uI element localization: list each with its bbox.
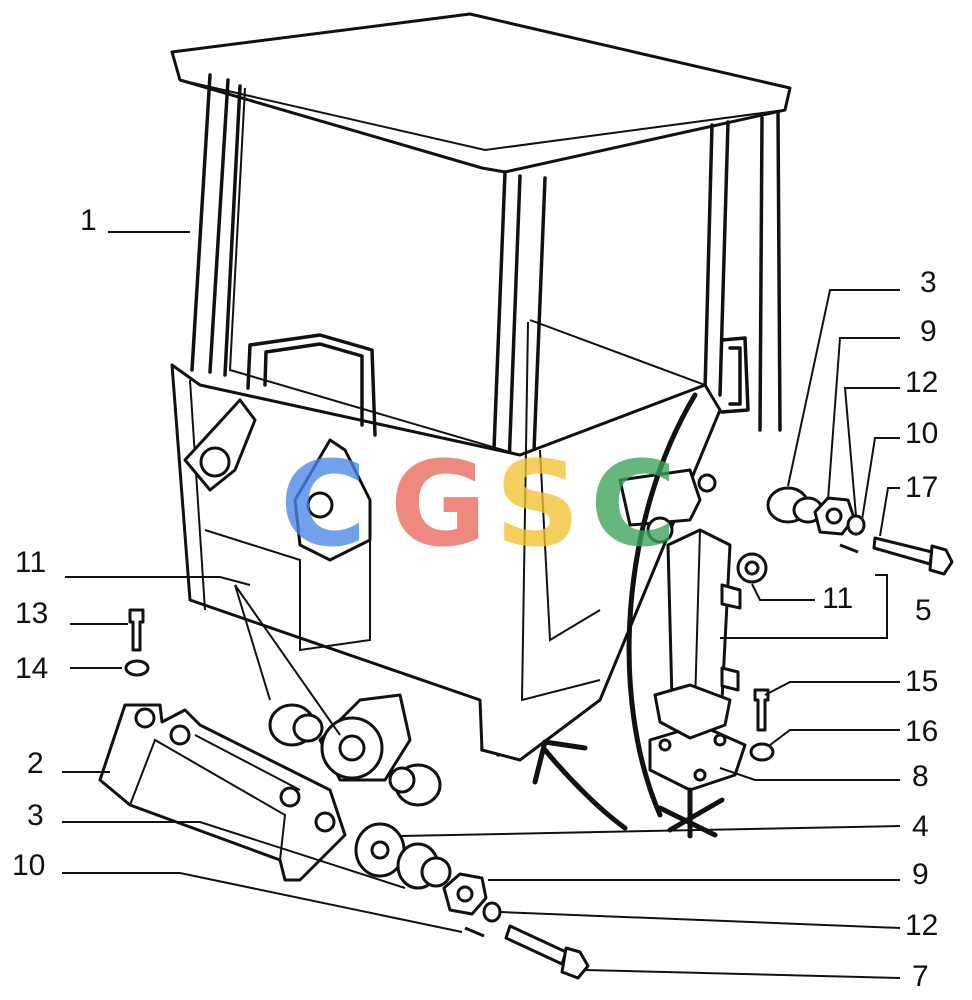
cab-front-left-pillar (190, 73, 242, 377)
cgsc-watermark: C G S C (280, 435, 677, 573)
bolt-7 (504, 924, 568, 966)
cab-body (170, 363, 722, 762)
pin-10-top (839, 543, 859, 554)
cab-grab-handle (246, 333, 377, 437)
bolt-13 (128, 608, 145, 652)
callout-16: 16 (905, 715, 938, 748)
callout-9-bottom: 9 (912, 858, 929, 891)
watermark-letter-4: C (590, 435, 677, 573)
watermark-letter-2: G (390, 435, 487, 573)
handdrawn-curve (626, 392, 698, 818)
pin-10-bottom (464, 926, 485, 938)
handdrawn-arrow (532, 739, 628, 831)
callout-5: 5 (915, 594, 932, 627)
bracket-2 (98, 703, 347, 882)
leader-lines (62, 231, 901, 979)
callout-17: 17 (905, 471, 938, 504)
callout-12-bottom: 12 (905, 909, 938, 942)
cab-rear-mount (618, 468, 702, 527)
watermark-letter-3: S (495, 435, 580, 573)
callout-9-top: 9 (920, 315, 937, 348)
callout-4: 4 (912, 810, 929, 843)
rear-mount-assembly (646, 516, 747, 792)
mount-post-tabs (720, 583, 742, 692)
top-hardware-row (736, 486, 954, 584)
callout-10-top: 10 (905, 417, 938, 450)
callout-2: 2 (27, 747, 44, 780)
callout-8: 8 (912, 760, 929, 793)
lower-bracket-assembly (98, 608, 775, 980)
cab-rear-pillars (703, 110, 782, 432)
callout-7: 7 (912, 960, 929, 993)
cab-door-handle (720, 336, 750, 414)
washer-16 (749, 742, 775, 762)
callout-3-top: 3 (920, 266, 937, 299)
washer-14 (124, 659, 150, 677)
cab-roof (170, 12, 792, 174)
handdrawn-annotations (532, 392, 725, 839)
callout-10-bottom: 10 (12, 849, 45, 882)
callout-13: 13 (15, 597, 48, 630)
washer-12-bottom (482, 901, 502, 923)
callout-3-bottom: 3 (27, 799, 44, 832)
callout-11-left: 11 (15, 546, 46, 579)
callout-15: 15 (905, 665, 938, 698)
cab-assembly (170, 12, 792, 762)
bolt-15 (753, 688, 770, 732)
callout-labels: 1 3 9 12 10 17 11 5 11 13 14 15 16 2 8 3… (12, 204, 938, 993)
callout-14: 14 (15, 652, 48, 685)
mount-base-block (653, 683, 732, 740)
bolt-17 (872, 536, 934, 566)
watermark-letter-1: C (280, 435, 367, 573)
callout-12-top: 12 (905, 366, 938, 399)
callout-1: 1 (80, 204, 97, 237)
callout-11-right: 11 (822, 582, 853, 615)
